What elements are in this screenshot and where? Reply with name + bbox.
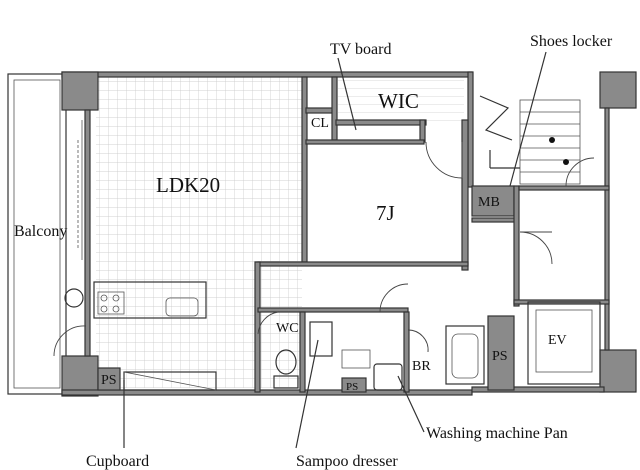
kitchen-counter — [93, 281, 207, 319]
balcony-area — [7, 73, 67, 395]
ps-right-label: PS — [492, 349, 508, 364]
washing-machine-pan — [373, 363, 403, 391]
room-label-wc: WC — [276, 321, 299, 336]
elevator — [527, 301, 601, 385]
balcony-windows — [77, 120, 83, 260]
room-label-mb: MB — [478, 195, 500, 210]
room-label-wic: WIC — [378, 89, 419, 113]
staircase — [479, 95, 581, 185]
room-label-ldk: LDK20 — [156, 173, 220, 197]
ps-bottom-left-label: PS — [101, 373, 117, 388]
ldk-floor — [96, 76, 302, 388]
callout-cupboard: Cupboard — [86, 453, 149, 470]
room-label-cl: CL — [311, 116, 329, 131]
balcony-sink — [64, 288, 84, 308]
room-label-br: BR — [412, 359, 431, 374]
room-label-bedroom: 7J — [376, 201, 395, 225]
callout-shoes-locker: Shoes locker — [530, 33, 613, 50]
callout-balcony: Balcony — [14, 223, 67, 240]
interior-walls — [254, 76, 610, 393]
doors — [53, 141, 595, 357]
ps-bottom-left-box — [97, 367, 121, 391]
callout-sampoo-dresser: Sampoo dresser — [296, 453, 398, 470]
sampoo-dresser — [309, 321, 371, 369]
room-label-ev: EV — [548, 333, 567, 348]
toilet — [273, 349, 299, 389]
ps-small-box — [341, 377, 367, 393]
callout-tv-board: TV board — [330, 41, 391, 58]
exterior-walls — [61, 71, 637, 397]
bathtub — [445, 325, 485, 385]
callout-washing-machine-pan: Washing machine Pan — [426, 425, 568, 442]
ps-small-label: PS — [346, 381, 358, 393]
